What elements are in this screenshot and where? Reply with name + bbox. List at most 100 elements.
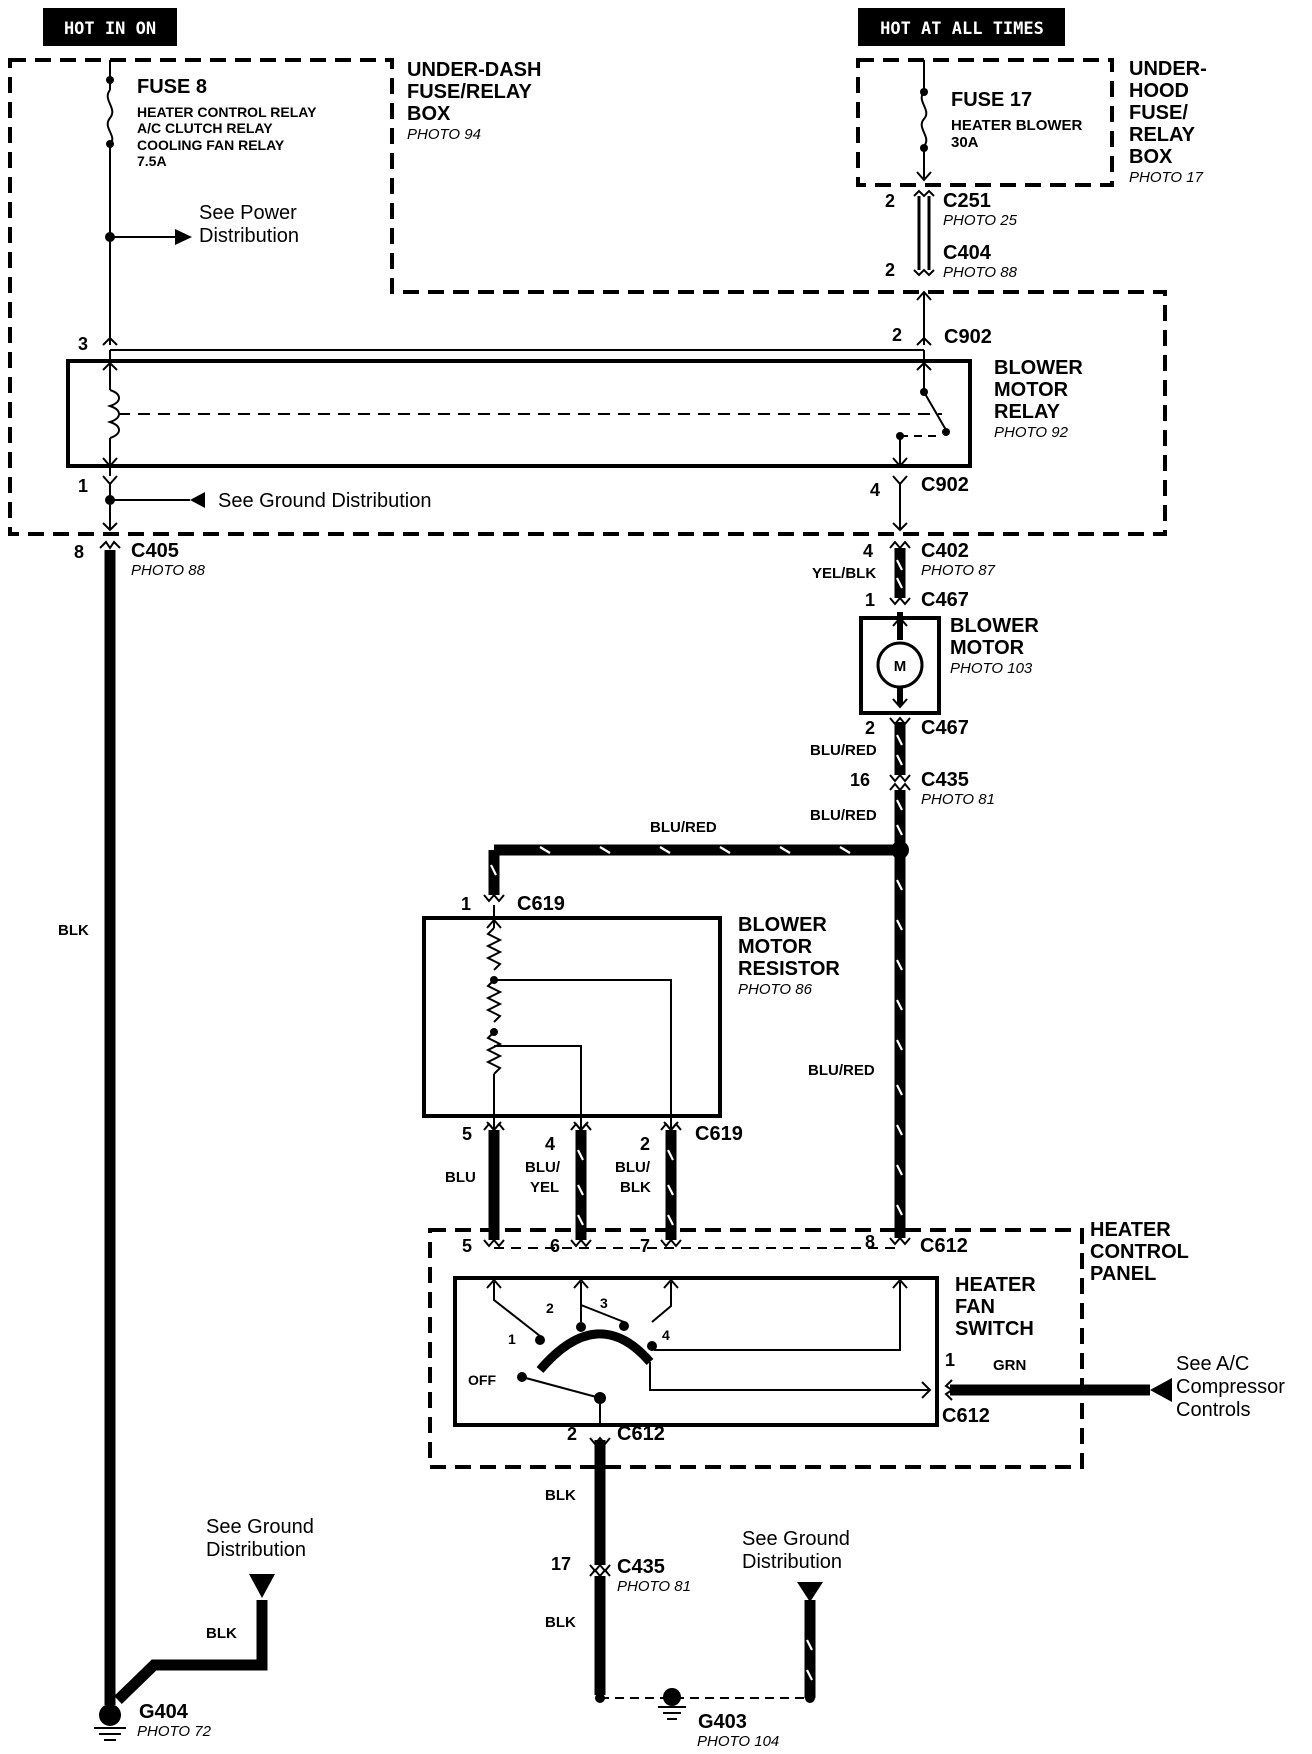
blower-motor <box>859 612 941 715</box>
c612-top-label: C612 <box>920 1235 968 1257</box>
svg-text:PHOTO 103: PHOTO 103 <box>950 660 1033 677</box>
ground-distribution-reference-left: See Ground Distribution <box>206 1516 314 1561</box>
heater-control-panel-outline <box>428 1228 1084 1469</box>
svg-text:Controls: Controls <box>1176 1399 1250 1421</box>
fuse-17 <box>916 60 932 182</box>
svg-text:FUSE 8: FUSE 8 <box>137 76 207 98</box>
c251-c404-wire <box>913 189 935 277</box>
svg-text:7.5A: 7.5A <box>137 153 167 169</box>
svg-text:MOTOR: MOTOR <box>950 637 1025 659</box>
ground-distribution-reference-relay: See Ground Distribution <box>218 490 431 512</box>
c435-pin-17: 17 <box>551 1554 571 1574</box>
svg-text:CONTROL: CONTROL <box>1090 1241 1189 1263</box>
svg-text:PHOTO 92: PHOTO 92 <box>994 424 1069 441</box>
c404-photo: PHOTO 88 <box>943 264 1018 281</box>
c902-pin-3: 3 <box>78 334 88 354</box>
relay-bottom-wiring <box>102 475 908 532</box>
blower-motor-resistor <box>422 905 722 1132</box>
blu-blk-wire-color-2: BLK <box>620 1179 651 1196</box>
hot-at-all-times-tag: HOT AT ALL TIMES <box>858 8 1065 46</box>
svg-text:BLOWER: BLOWER <box>950 615 1039 637</box>
fan-switch-off-position: OFF <box>468 1372 496 1388</box>
blower-motor-resistor-label: BLOWER MOTOR RESISTOR PHOTO 86 <box>738 914 840 998</box>
svg-text:A/C CLUTCH RELAY: A/C CLUTCH RELAY <box>137 120 273 136</box>
blu-yel-wire-color-1: BLU/ <box>525 1159 561 1176</box>
c612-pin-1: 1 <box>945 1350 955 1370</box>
svg-text:RELAY: RELAY <box>1129 124 1196 146</box>
fan-switch-position-4: 4 <box>662 1327 670 1343</box>
c902-pin-1: 1 <box>78 476 88 496</box>
blk-ground-wire-left <box>94 540 275 1741</box>
g404-photo: PHOTO 72 <box>137 1723 212 1740</box>
c612-right-label: C612 <box>942 1405 990 1427</box>
c612-bottom-label: C612 <box>617 1423 665 1445</box>
c251-pin: 2 <box>885 191 895 211</box>
c619-pin-5: 5 <box>462 1124 472 1144</box>
svg-text:30A: 30A <box>951 134 979 151</box>
heater-fan-switch-label: HEATER FAN SWITCH <box>955 1274 1036 1340</box>
under-dash-fuse-relay-box-outline <box>8 58 1167 536</box>
svg-text:MOTOR: MOTOR <box>994 379 1069 401</box>
blk-ground-wire-right <box>589 1436 823 1720</box>
c467-pin-1: 1 <box>865 590 875 610</box>
svg-text:SWITCH: SWITCH <box>955 1318 1034 1340</box>
c902-bottom-label: C902 <box>921 474 969 496</box>
c619-pin-1: 1 <box>461 894 471 914</box>
svg-text:PANEL: PANEL <box>1090 1263 1156 1285</box>
svg-text:UNDER-DASH: UNDER-DASH <box>407 59 541 81</box>
svg-text:See Ground: See Ground <box>742 1528 850 1550</box>
c435-top-photo: PHOTO 81 <box>921 791 995 808</box>
svg-text:FUSE/: FUSE/ <box>1129 102 1188 124</box>
blu-red-wire-color-3: BLU/RED <box>650 819 717 836</box>
grn-wire-ac <box>944 1378 1172 1402</box>
ground-distribution-arrow-left-icon <box>249 1574 275 1598</box>
c902-pin-2: 2 <box>892 325 902 345</box>
c435-top-label: C435 <box>921 769 969 791</box>
c612-pin-2: 2 <box>567 1424 577 1444</box>
c405-label: C405 <box>131 540 179 562</box>
svg-text:PHOTO 17: PHOTO 17 <box>1129 169 1204 186</box>
c467-pin-2: 2 <box>865 718 875 738</box>
svg-text:See Ground: See Ground <box>206 1516 314 1538</box>
heater-fan-switch <box>453 1236 939 1427</box>
c405-pin: 8 <box>74 542 84 562</box>
blk-wire-color-main: BLK <box>58 922 89 939</box>
svg-text:BLOWER: BLOWER <box>738 914 827 936</box>
under-hood-box-label: UNDER- HOOD FUSE/ RELAY BOX PHOTO 17 <box>1129 58 1207 186</box>
fan-switch-position-3: 3 <box>600 1295 608 1311</box>
g404-label: G404 <box>139 1701 189 1723</box>
c612-pin-7: 7 <box>640 1236 650 1256</box>
svg-text:MOTOR: MOTOR <box>738 936 813 958</box>
svg-text:See A/C: See A/C <box>1176 1353 1249 1375</box>
fuse-17-label: FUSE 17 HEATER BLOWER 30A <box>951 89 1083 151</box>
ground-distribution-arrow-right-icon <box>797 1582 823 1602</box>
c402-pin: 4 <box>863 541 873 561</box>
blk-wire-color-left-ground: BLK <box>206 1625 237 1642</box>
svg-text:HOT AT ALL TIMES: HOT AT ALL TIMES <box>880 19 1044 39</box>
c435-bottom-label: C435 <box>617 1556 665 1578</box>
blower-motor-relay-label: BLOWER MOTOR RELAY PHOTO 92 <box>994 357 1083 441</box>
ground-distribution-arrow-icon <box>190 492 205 508</box>
fuse-8-label: FUSE 8 HEATER CONTROL RELAY A/C CLUTCH R… <box>137 76 317 169</box>
under-dash-box-label: UNDER-DASH FUSE/RELAY BOX PHOTO 94 <box>407 59 541 143</box>
svg-text:BOX: BOX <box>1129 146 1173 168</box>
blower-motor-label: BLOWER MOTOR PHOTO 103 <box>950 615 1039 677</box>
blu-red-wire-color-4: BLU/RED <box>808 1062 875 1079</box>
ac-controls-arrow-icon <box>1150 1378 1172 1402</box>
svg-text:FUSE 17: FUSE 17 <box>951 89 1032 111</box>
g403-label: G403 <box>698 1711 747 1733</box>
g403-photo: PHOTO 104 <box>697 1733 779 1750</box>
c612-pin-6: 6 <box>550 1236 560 1256</box>
c619-bottom-label: C619 <box>695 1123 743 1145</box>
fan-switch-position-2: 2 <box>546 1300 554 1316</box>
c251-photo: PHOTO 25 <box>943 212 1018 229</box>
svg-text:RELAY: RELAY <box>994 401 1061 423</box>
blu-red-wire-color-1: BLU/RED <box>810 742 877 759</box>
svg-text:COOLING FAN RELAY: COOLING FAN RELAY <box>137 137 285 153</box>
svg-text:PHOTO 94: PHOTO 94 <box>407 126 481 143</box>
under-hood-fuse-relay-box-outline <box>856 58 1114 187</box>
yel-blk-wire-color: YEL/BLK <box>812 565 876 582</box>
c251-label: C251 <box>943 190 991 212</box>
svg-text:HOOD: HOOD <box>1129 80 1189 102</box>
fan-switch-position-1: 1 <box>508 1331 516 1347</box>
